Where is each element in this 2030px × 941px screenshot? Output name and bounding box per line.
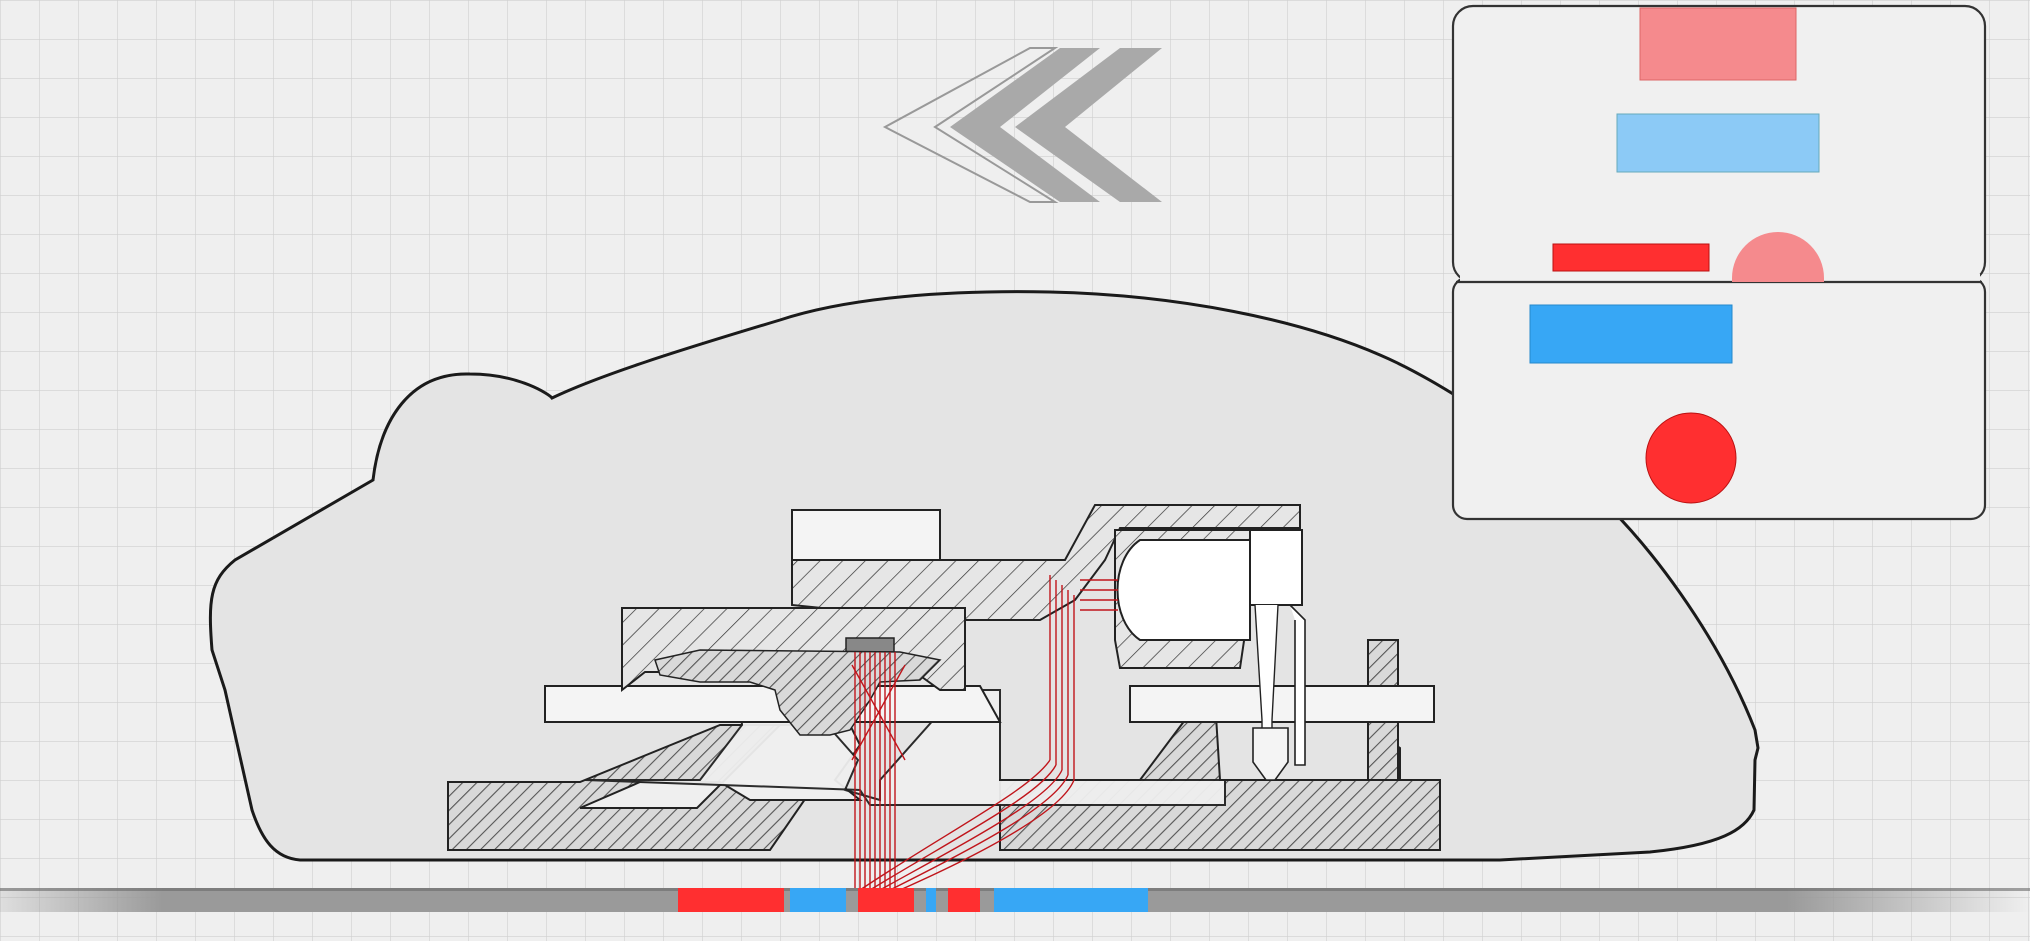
surface-pattern-red: [948, 888, 980, 912]
inset-light-red-dot: [1732, 232, 1824, 282]
light-rays: [851, 575, 1118, 891]
sensor-image-inset: [1451, 4, 1987, 521]
inset-blue-bar: [1529, 304, 1733, 364]
sensor-housing: [621, 504, 1301, 736]
surface-pattern-blue: [926, 888, 936, 912]
lens-assembly: [544, 685, 1435, 809]
led-emitter: [1114, 529, 1306, 781]
surface-pattern-red: [678, 888, 784, 912]
inset-light-red-bar: [1639, 7, 1797, 81]
inset-red-dot: [1645, 412, 1737, 504]
chevrons-left-icon: [882, 47, 1162, 203]
inset-light-blue-bar: [1616, 113, 1820, 173]
surface-pattern-red: [858, 888, 914, 912]
surface-pattern-blue: [994, 888, 1148, 912]
tracking-surface: [0, 888, 2030, 912]
inset-red-bar: [1552, 243, 1710, 272]
surface-pattern-blue: [790, 888, 846, 912]
